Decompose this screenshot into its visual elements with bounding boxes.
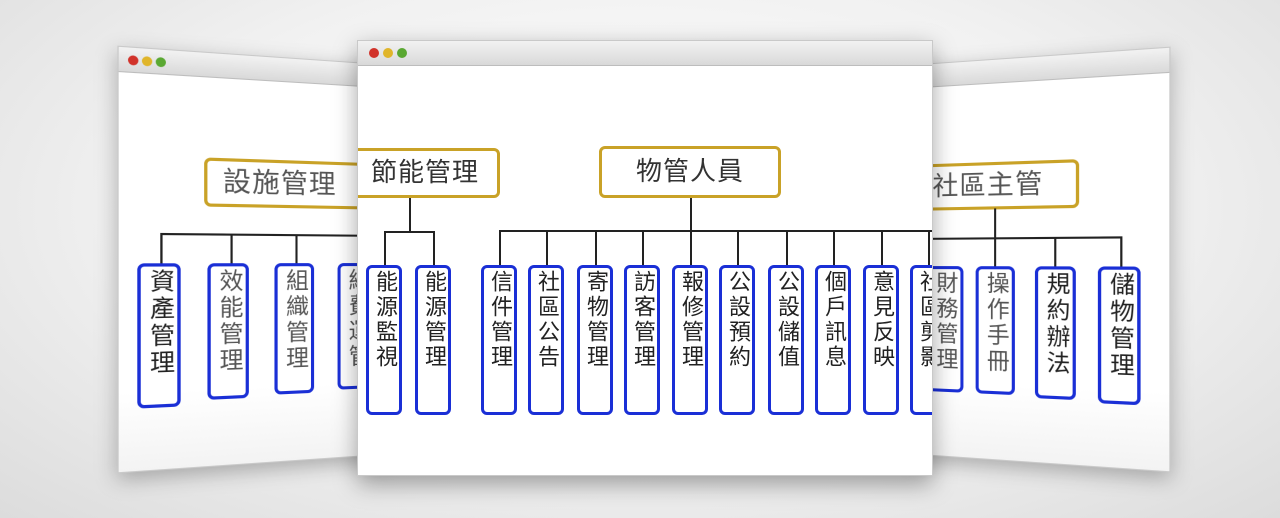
item-box[interactable]: 資產管理 — [137, 263, 181, 409]
connector — [295, 234, 298, 264]
item-box[interactable]: 意見反映 — [863, 265, 899, 415]
connector — [433, 231, 435, 265]
connector — [409, 198, 411, 231]
item-box[interactable]: 個戶訊息 — [815, 265, 851, 415]
center-window: 節能管理 能源監視 能源管理 物管人員 信件管理 社區公告 寄物管理 訪客管理 … — [357, 40, 933, 476]
connector — [230, 233, 233, 264]
connector — [546, 230, 548, 265]
minimize-dot-icon[interactable] — [383, 48, 393, 58]
connector — [499, 230, 501, 265]
connector — [499, 230, 932, 232]
connector — [690, 198, 692, 230]
connector — [737, 230, 739, 265]
connector — [786, 230, 788, 265]
close-dot-icon[interactable] — [127, 55, 139, 66]
connector — [994, 208, 996, 238]
item-box[interactable]: 效能管理 — [207, 263, 249, 400]
property-staff-header: 物管人員 — [599, 146, 781, 198]
item-box[interactable]: 操作手冊 — [975, 266, 1015, 396]
center-org-chart: 節能管理 能源監視 能源管理 物管人員 信件管理 社區公告 寄物管理 訪客管理 … — [358, 66, 932, 475]
item-box[interactable]: 儲物管理 — [1097, 266, 1141, 406]
maximize-dot-icon[interactable] — [155, 56, 166, 68]
connector — [642, 230, 644, 265]
connector — [1120, 236, 1122, 267]
item-box[interactable]: 訪客管理 — [624, 265, 660, 415]
center-window-titlebar — [358, 41, 932, 66]
energy-management-header: 節能管理 — [358, 148, 500, 198]
connector — [881, 230, 883, 265]
item-box[interactable]: 公設預約 — [719, 265, 755, 415]
connector — [1054, 236, 1056, 267]
connector — [833, 230, 835, 265]
connector — [928, 230, 930, 265]
item-box[interactable]: 能源監視 — [366, 265, 402, 415]
connector — [690, 230, 692, 265]
item-box[interactable]: 規約辦法 — [1034, 266, 1076, 401]
item-box[interactable]: 寄物管理 — [577, 265, 613, 415]
connector — [595, 230, 597, 265]
right-window: 社區主管 財務管理 操作手冊 規約辦法 儲物管理 — [905, 46, 1171, 473]
connector — [994, 237, 996, 267]
close-dot-icon[interactable] — [369, 48, 379, 58]
item-box[interactable]: 組織管理 — [274, 263, 315, 395]
minimize-dot-icon[interactable] — [141, 56, 153, 67]
connector — [160, 232, 162, 264]
item-box[interactable]: 社區公告 — [528, 265, 564, 415]
item-box[interactable]: 報修管理 — [672, 265, 708, 415]
left-window: 設施管理 資產管理 效能管理 組織管理 經費運管 — [117, 45, 397, 474]
connector — [384, 231, 386, 265]
maximize-dot-icon[interactable] — [397, 48, 407, 58]
connector — [921, 236, 1122, 240]
connector — [384, 231, 434, 233]
item-box[interactable]: 信件管理 — [481, 265, 517, 415]
left-org-chart: 設施管理 資產管理 效能管理 組織管理 經費運管 — [118, 72, 397, 473]
item-box[interactable]: 公設儲值 — [768, 265, 804, 415]
item-box[interactable]: 能源管理 — [415, 265, 451, 415]
item-box[interactable]: 社區剪影 — [910, 265, 932, 415]
right-org-chart: 社區主管 財務管理 操作手冊 規約辦法 儲物管理 — [905, 72, 1170, 472]
